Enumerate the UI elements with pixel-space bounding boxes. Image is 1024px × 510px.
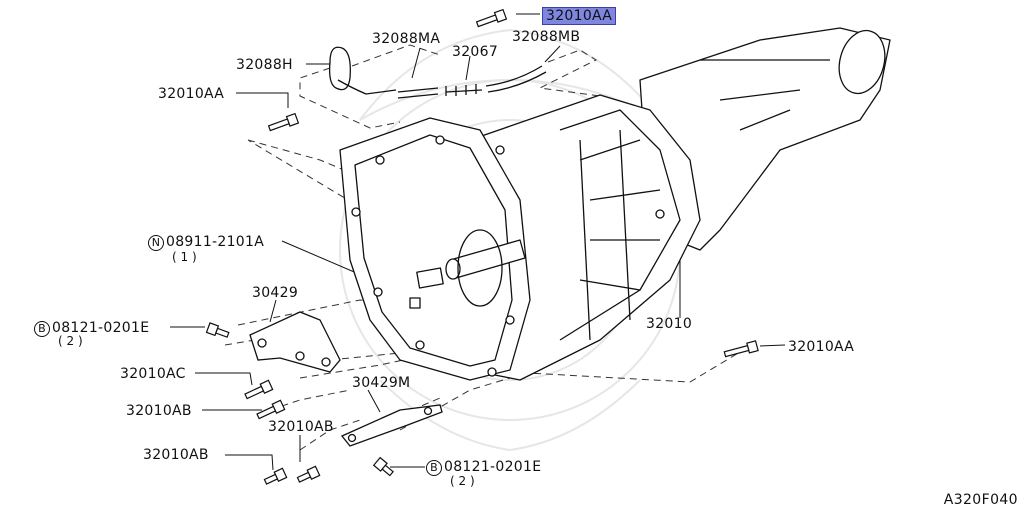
bolt-small-left bbox=[205, 322, 230, 338]
nut-quantity: ( 1 ) bbox=[172, 250, 197, 264]
bolt-left-quantity: ( 2 ) bbox=[58, 334, 83, 348]
part-label-32010ac[interactable]: 32010AC bbox=[120, 366, 186, 382]
part-label-32010aa-top[interactable]: 32010AA bbox=[542, 7, 617, 25]
bolt-top bbox=[475, 8, 508, 28]
part-label-32010aa-left[interactable]: 32010AA bbox=[158, 86, 225, 102]
figure-code: A320F040 bbox=[943, 492, 1018, 508]
part-label-30429[interactable]: 30429 bbox=[252, 285, 299, 301]
bolt-ab-1 bbox=[256, 399, 286, 420]
part-label-32010[interactable]: 32010 bbox=[646, 316, 693, 332]
bolts bbox=[205, 8, 759, 485]
part-label-32010ab-3[interactable]: 32010AB bbox=[143, 447, 209, 463]
breather-parts bbox=[328, 46, 547, 99]
bolt-left-part-number: 08121-0201E bbox=[52, 320, 150, 336]
part-label-32088h[interactable]: 32088H bbox=[236, 57, 293, 73]
part-label-32067[interactable]: 32067 bbox=[452, 44, 499, 60]
part-label-30429m[interactable]: 30429M bbox=[352, 375, 411, 391]
part-label-32088ma[interactable]: 32088MA bbox=[372, 31, 441, 47]
part-label-32010ab-1[interactable]: 32010AB bbox=[126, 403, 192, 419]
bracket-30429m bbox=[340, 404, 443, 447]
fitting-32067 bbox=[445, 84, 483, 96]
bolt-left-aa bbox=[267, 112, 300, 132]
bracket-30429 bbox=[249, 311, 341, 373]
bolt-ab-3 bbox=[296, 465, 321, 483]
nut-symbol: N bbox=[148, 235, 164, 251]
clip-32088h bbox=[328, 46, 397, 95]
hose-32088mb bbox=[485, 65, 547, 93]
hose-32088ma bbox=[397, 87, 439, 99]
transmission-housing bbox=[339, 27, 891, 381]
bolt-ab-2 bbox=[263, 467, 288, 485]
bolt-bottom bbox=[372, 456, 394, 477]
bolt-symbol-bottom: B bbox=[426, 460, 442, 476]
bolt-bottom-part-number: 08121-0201E bbox=[444, 459, 542, 475]
part-label-32010aa-right[interactable]: 32010AA bbox=[788, 339, 855, 355]
part-label-32088mb[interactable]: 32088MB bbox=[512, 29, 581, 45]
bolt-symbol-left: B bbox=[34, 321, 50, 337]
bolt-right-aa bbox=[723, 340, 759, 358]
bolt-bottom-quantity: ( 2 ) bbox=[450, 474, 475, 488]
bolt-ac bbox=[244, 379, 274, 400]
part-label-32010ab-2[interactable]: 32010AB bbox=[268, 419, 334, 435]
nut-part-number: 08911-2101A bbox=[166, 234, 265, 250]
